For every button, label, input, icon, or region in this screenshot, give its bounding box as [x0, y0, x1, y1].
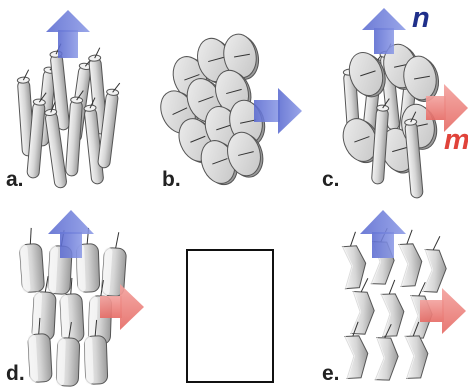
- panel-a-director-arrow: [46, 10, 90, 58]
- panel-b-label: b.: [162, 168, 181, 192]
- panel-b-molecules: [154, 31, 268, 190]
- panel-c-label: c.: [322, 168, 340, 192]
- panel-e-label: e.: [322, 362, 340, 386]
- panel-e-director-arrow-blue: [360, 210, 406, 258]
- panel-a-label: a.: [6, 168, 24, 192]
- vector-m-label: m: [444, 124, 468, 157]
- vector-n-label: n: [412, 2, 430, 35]
- panel-a-molecules: [17, 44, 120, 189]
- inset-frame: [186, 249, 274, 383]
- panel-d-label: d.: [6, 362, 25, 386]
